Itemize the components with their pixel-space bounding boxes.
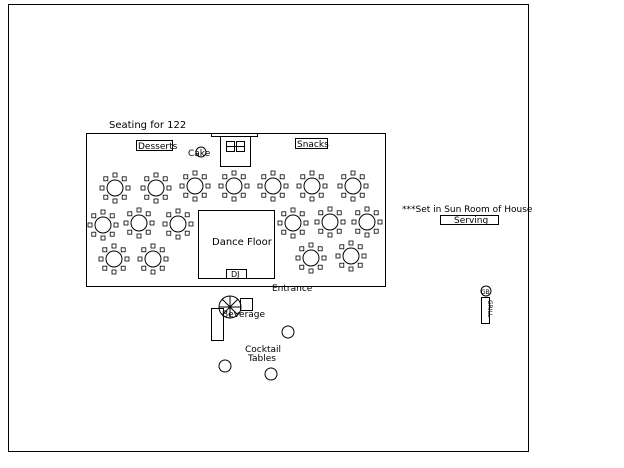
- serving-table: Serving: [440, 215, 499, 226]
- cocktail-table-icon: [281, 325, 295, 339]
- cake-table: [195, 146, 207, 158]
- round-table-icon: [351, 206, 383, 238]
- round-table-icon: [162, 208, 194, 240]
- page-border: [8, 4, 529, 452]
- grill-icon: GB GRILL: [480, 285, 493, 324]
- cocktail-tables-label-1: Cocktail: [245, 345, 281, 355]
- cocktail-table-icon: [218, 359, 232, 373]
- round-tables: [87, 170, 383, 275]
- beverage-table: [240, 298, 253, 311]
- beverage-label: Beverage: [222, 310, 266, 320]
- round-table-icon: [140, 172, 172, 204]
- dj-label: DJ: [231, 270, 240, 279]
- round-table-icon: [98, 243, 130, 275]
- cake-label: Cake: [188, 149, 211, 159]
- cocktail-tables-label-2: Tables: [247, 354, 276, 364]
- round-table-icon: [277, 207, 309, 239]
- round-table-icon: [87, 209, 119, 241]
- beverage-area: Beverage: [211, 295, 266, 341]
- dj-booth: [226, 269, 247, 279]
- umbrella-icon: [218, 295, 242, 319]
- round-table-icon: [99, 172, 131, 204]
- desserts-table: Desserts: [136, 140, 178, 152]
- dance-floor: Dance Floor DJ: [198, 210, 275, 279]
- round-table-icon: [296, 170, 328, 202]
- cocktail-table-icon: [264, 367, 278, 381]
- round-table-icon: [218, 170, 250, 202]
- desserts-label: Desserts: [138, 142, 178, 152]
- round-table-icon: [337, 170, 369, 202]
- seating-label: Seating for 122: [109, 120, 186, 131]
- cocktail-tables: Cocktail Tables: [218, 325, 295, 381]
- round-table-icon: [123, 207, 155, 239]
- snacks-table: Snacks: [295, 138, 329, 150]
- snacks-label: Snacks: [297, 140, 329, 150]
- round-table-icon: [314, 206, 346, 238]
- round-table-icon: [335, 240, 367, 272]
- grill-top-label: GB: [481, 289, 490, 296]
- round-table-icon: [257, 170, 289, 202]
- round-table-icon: [137, 243, 169, 275]
- round-table-icon: [295, 242, 327, 274]
- sun-room-note: ***Set in Sun Room of House: [402, 205, 533, 215]
- grill-side-label: GRILL: [486, 300, 493, 318]
- serving-label: Serving: [454, 216, 488, 226]
- round-table-icon: [179, 170, 211, 202]
- dance-floor-label: Dance Floor: [212, 237, 273, 248]
- head-table: [211, 133, 258, 167]
- entrance-label: Entrance: [272, 284, 313, 294]
